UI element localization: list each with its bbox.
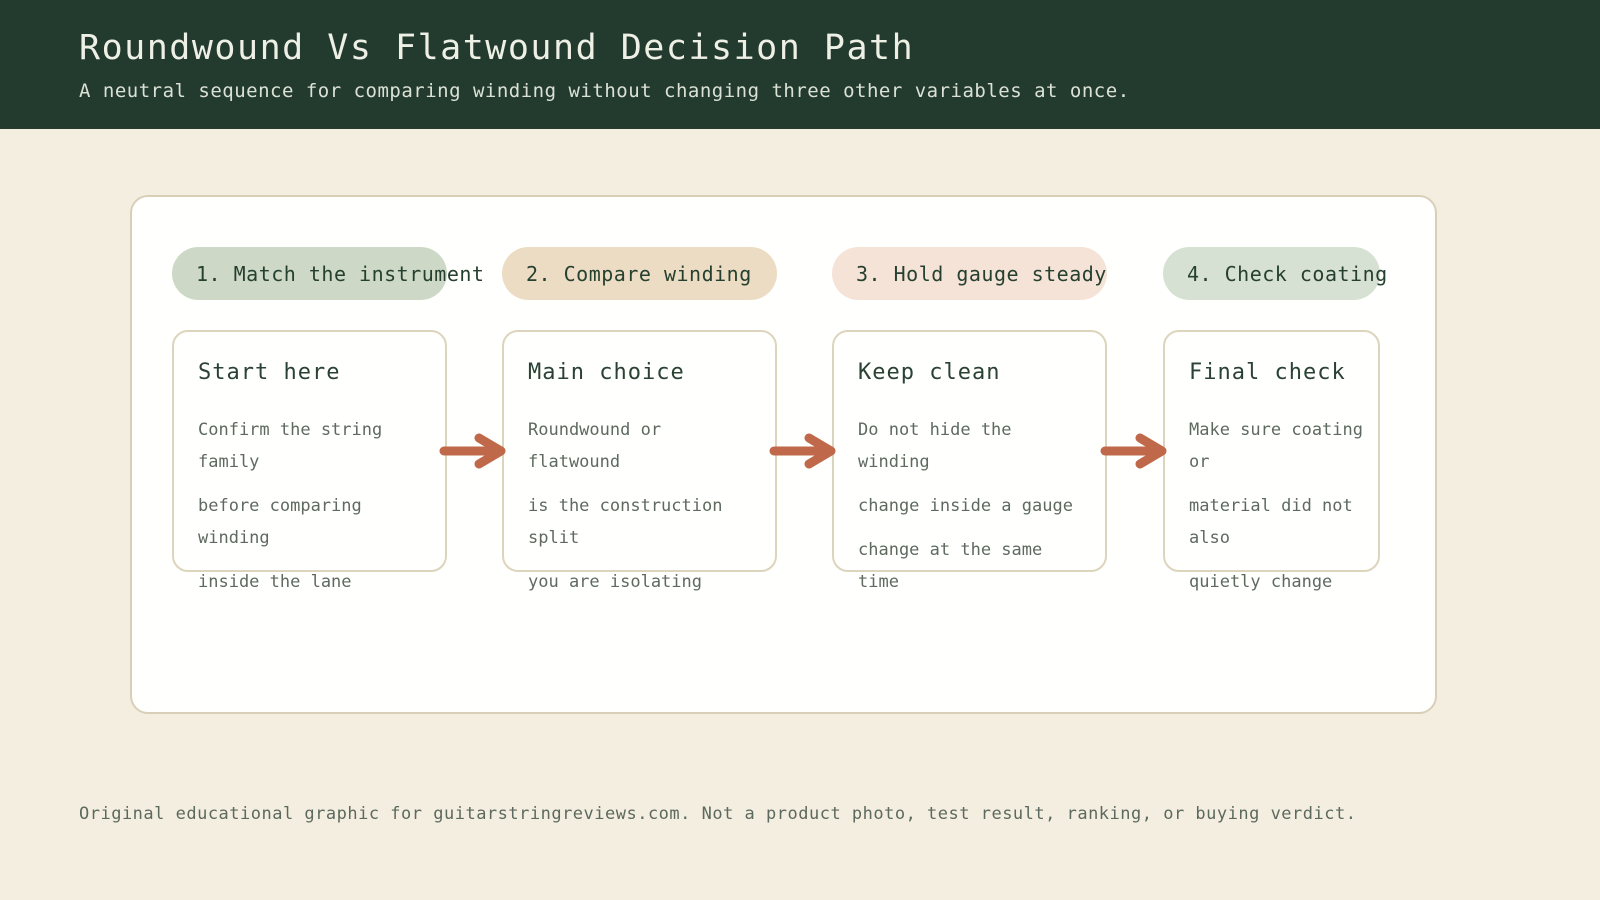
page-title: Roundwound Vs Flatwound Decision Path bbox=[79, 28, 915, 68]
arrow-right-icon bbox=[769, 433, 836, 469]
step-card-3-para-3: change at the same time bbox=[858, 540, 1043, 592]
step-pill-4: 4. Check coating bbox=[1163, 247, 1387, 300]
step-card-2-para-3: you are isolating bbox=[528, 572, 702, 592]
step-card-4-para-1: Make sure coating or bbox=[1189, 420, 1363, 472]
page-subtitle: A neutral sequence for comparing winding… bbox=[79, 80, 1130, 102]
step-card-1-title: Start here bbox=[198, 360, 341, 385]
step-card-4-title: Final check bbox=[1189, 360, 1346, 385]
step-card-3: Keep clean Do not hide the winding chang… bbox=[832, 330, 1107, 592]
step-pill-2: 2. Compare winding bbox=[502, 247, 777, 300]
step-pill-3: 3. Hold gauge steady bbox=[832, 247, 1107, 300]
step-column-2: 2. Compare winding Main choice Roundwoun… bbox=[502, 247, 777, 592]
footer-disclaimer: Original educational graphic for guitars… bbox=[79, 804, 1357, 824]
step-pill-1: 1. Match the instrument bbox=[172, 247, 484, 300]
step-pill-1-label: 1. Match the instrument bbox=[196, 261, 485, 286]
step-card-1-para-2: before comparing winding bbox=[198, 496, 362, 548]
step-card-2: Main choice Roundwound or flatwound is t… bbox=[502, 330, 777, 592]
step-card-2-para-1: Roundwound or flatwound bbox=[528, 420, 662, 472]
step-card-1: Start here Confirm the string family bef… bbox=[172, 330, 447, 592]
step-card-2-title: Main choice bbox=[528, 360, 685, 385]
step-card-4-para-3: quietly change bbox=[1189, 572, 1333, 592]
step-card-3-para-1: Do not hide the winding bbox=[858, 420, 1012, 472]
step-card-4: Final check Make sure coating or materia… bbox=[1163, 330, 1380, 592]
step-pill-2-label: 2. Compare winding bbox=[526, 261, 752, 286]
header-band: Roundwound Vs Flatwound Decision Path A … bbox=[0, 0, 1600, 129]
step-column-1: 1. Match the instrument Start here Confi… bbox=[172, 247, 484, 592]
decision-path-panel: 1. Match the instrument Start here Confi… bbox=[130, 195, 1437, 714]
step-card-3-para-2: change inside a gauge bbox=[858, 496, 1073, 516]
step-card-1-para-3: inside the lane bbox=[198, 572, 352, 592]
step-card-1-para-1: Confirm the string family bbox=[198, 420, 383, 472]
step-card-4-para-2: material did not also bbox=[1189, 496, 1353, 548]
step-column-3: 3. Hold gauge steady Keep clean Do not h… bbox=[832, 247, 1107, 592]
step-card-3-title: Keep clean bbox=[858, 360, 1001, 385]
arrow-right-icon bbox=[439, 433, 506, 469]
step-card-2-para-2: is the construction split bbox=[528, 496, 723, 548]
arrow-right-icon bbox=[1100, 433, 1167, 469]
step-pill-3-label: 3. Hold gauge steady bbox=[856, 261, 1107, 286]
step-pill-4-label: 4. Check coating bbox=[1187, 261, 1388, 286]
step-column-4: 4. Check coating Final check Make sure c… bbox=[1163, 247, 1387, 592]
